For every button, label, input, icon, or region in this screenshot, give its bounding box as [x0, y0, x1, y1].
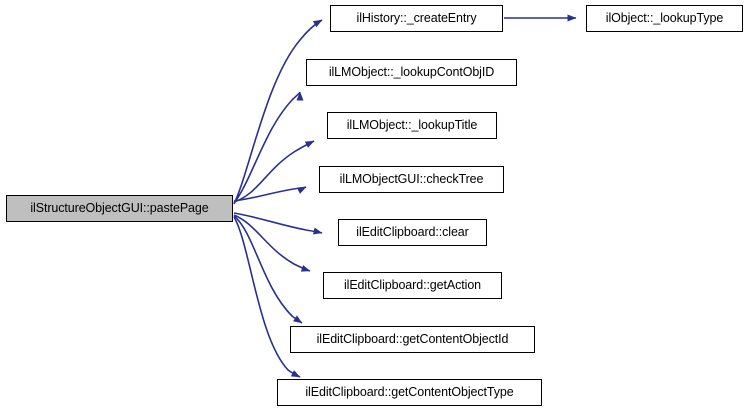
node-il-lmobjectgui-check-tree[interactable]: ilLMObjectGUI::checkTree: [319, 166, 504, 193]
node-label: ilLMObject::_lookupTitle: [346, 118, 478, 133]
node-label: ilObject::_lookupType: [605, 11, 724, 26]
node-il-editclipboard-get-action[interactable]: ilEditClipboard::getAction: [323, 272, 502, 299]
edge-root-to-il-lmobject-lookup-title: [233, 140, 315, 203]
node-label: ilEditClipboard::getContentObjectId: [316, 332, 509, 347]
node-label: ilHistory::_createEntry: [356, 11, 477, 26]
node-il-lmobject-lookup-title[interactable]: ilLMObject::_lookupTitle: [327, 112, 497, 139]
edge-root-to-il-editclipboard-clear: [233, 212, 323, 235]
node-il-object-lookup-type[interactable]: ilObject::_lookupType: [586, 5, 743, 32]
edge-root-to-il-lmobjectgui-check-tree: [233, 186, 307, 202]
node-label: ilLMObject::_lookupContObjID: [328, 65, 495, 80]
node-label: ilEditClipboard::clear: [356, 225, 469, 240]
node-il-history-create-entry[interactable]: ilHistory::_createEntry: [330, 5, 503, 32]
node-label: ilStructureObjectGUI::pastePage: [30, 201, 209, 216]
node-il-lmobject-lookup-cont-obj-id[interactable]: ilLMObject::_lookupContObjID: [306, 59, 517, 86]
node-il-editclipboard-clear[interactable]: ilEditClipboard::clear: [338, 219, 487, 246]
edge-root-to-il-editclipboard-get-action: [233, 214, 311, 272]
node-root-ilstructureobjectgui-pastepage[interactable]: ilStructureObjectGUI::pastePage: [6, 195, 233, 222]
node-il-editclipboard-get-content-object-id[interactable]: ilEditClipboard::getContentObjectId: [290, 326, 535, 353]
node-label: ilEditClipboard::getContentObjectType: [305, 385, 514, 400]
node-il-editclipboard-get-content-object-type[interactable]: ilEditClipboard::getContentObjectType: [277, 379, 542, 406]
edge-root-to-il-editclipboard-get-content-object-type: [233, 216, 301, 378]
edge-root-to-il-lmobject-lookup-cont-obj-id: [233, 91, 304, 204]
node-label: ilLMObjectGUI::checkTree: [339, 172, 484, 187]
edge-root-to-il-editclipboard-get-content-object-id: [233, 215, 303, 324]
edge-root-to-il-history-create-entry: [233, 19, 323, 205]
node-label: ilEditClipboard::getAction: [343, 278, 482, 293]
